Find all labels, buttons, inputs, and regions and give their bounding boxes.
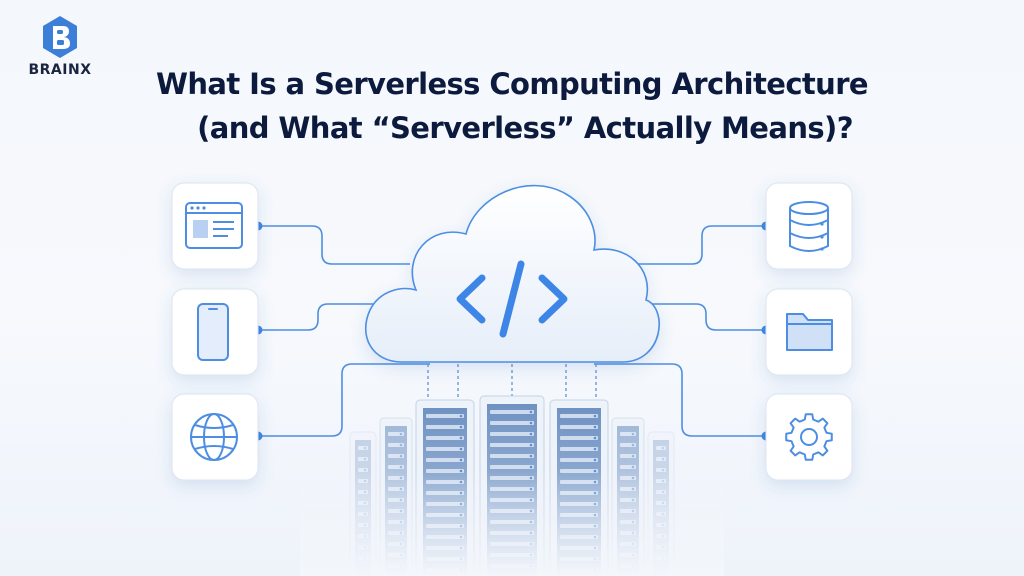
brand-name: BRAINX bbox=[28, 62, 92, 78]
brainx-logo-icon bbox=[43, 16, 77, 58]
connector-database bbox=[614, 225, 766, 265]
browser-window-icon bbox=[185, 202, 243, 249]
cloud-shape bbox=[365, 184, 660, 363]
cloud-server-links bbox=[427, 364, 597, 400]
connector-gear bbox=[594, 363, 766, 437]
brand-logo: BRAINX bbox=[20, 14, 100, 78]
connector-folder bbox=[644, 303, 766, 331]
connector-browser bbox=[258, 225, 410, 265]
page-title: What Is a Serverless Computing Architect… bbox=[0, 62, 1024, 150]
connector-smartphone bbox=[258, 303, 380, 331]
connector-globe bbox=[258, 363, 430, 437]
gear-icon bbox=[785, 413, 833, 461]
code-brackets-icon bbox=[456, 260, 568, 338]
globe-icon bbox=[190, 413, 238, 461]
database-icon bbox=[789, 201, 829, 252]
node-gear bbox=[765, 393, 853, 481]
folder-icon bbox=[786, 313, 833, 351]
title-line-2: (and What “Serverless” Actually Means)? bbox=[197, 111, 853, 145]
server-fade bbox=[300, 470, 724, 576]
connector-lines bbox=[258, 225, 766, 437]
title-line-1: What Is a Serverless Computing Architect… bbox=[156, 67, 869, 101]
smartphone-icon bbox=[197, 303, 229, 361]
